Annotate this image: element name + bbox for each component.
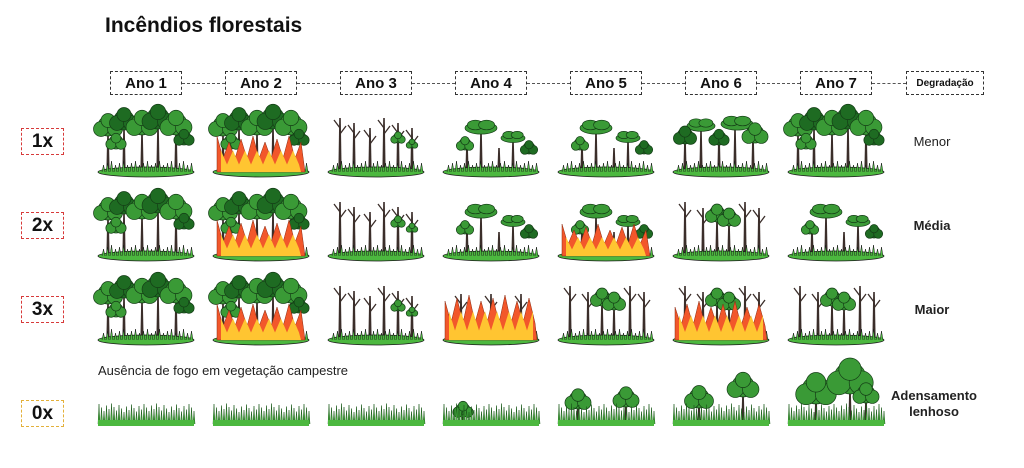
vegetation-svg — [93, 187, 195, 262]
year-label: Ano 3 — [340, 71, 412, 95]
no-fire-note: Ausência de fogo em vegetação campestre — [98, 363, 349, 378]
degradation-header: Degradação — [906, 71, 984, 95]
vegetation-illustration-dense-fire — [208, 271, 311, 348]
grassland-illustration — [326, 364, 426, 436]
vegetation-svg — [93, 271, 195, 346]
grassland-illustration — [96, 364, 196, 436]
fire-frequency-label: 0x — [21, 400, 64, 427]
vegetation-svg — [327, 118, 425, 178]
vegetation-svg — [93, 103, 195, 178]
vegetation-illustration-regrow-fire — [556, 192, 656, 264]
degradation-level: Média — [913, 218, 951, 233]
year-label: Ano 7 — [800, 71, 872, 95]
vegetation-svg — [787, 203, 885, 262]
vegetation-illustration-regrow — [441, 192, 541, 264]
timeline-connector — [182, 83, 225, 84]
vegetation-svg — [672, 286, 770, 346]
vegetation-svg — [327, 202, 425, 262]
vegetation-illustration-regrow — [441, 108, 541, 180]
degradation-level: Maior — [914, 302, 950, 317]
vegetation-svg — [557, 119, 655, 178]
year-label: Ano 6 — [685, 71, 757, 95]
year-label: Ano 2 — [225, 71, 297, 95]
timeline-connector — [412, 83, 455, 84]
vegetation-illustration-dead — [326, 192, 426, 264]
vegetation-illustration-regrow — [556, 108, 656, 180]
timeline-connector — [527, 83, 570, 84]
vegetation-illustration-dead-sparse — [671, 192, 771, 264]
grassland-svg — [97, 403, 196, 426]
woody-encroachment-label: Adensamento lenhoso — [891, 388, 977, 419]
page-title: Incêndios florestais — [105, 14, 303, 37]
fire-frequency-label: 3x — [21, 296, 64, 323]
vegetation-illustration-dense — [93, 187, 196, 264]
year-label: Ano 1 — [110, 71, 182, 95]
grassland-illustration — [786, 357, 886, 436]
grassland-svg — [557, 386, 656, 426]
vegetation-illustration-dead — [326, 108, 426, 180]
timeline-connector — [757, 83, 800, 84]
vegetation-svg — [442, 203, 540, 262]
vegetation-illustration-dead-sparse — [556, 276, 656, 348]
vegetation-svg — [787, 286, 885, 346]
degradation-level: Menor — [913, 134, 951, 149]
grassland-svg — [442, 400, 541, 426]
vegetation-svg — [208, 103, 310, 178]
vegetation-illustration-dense — [93, 103, 196, 180]
grassland-illustration — [441, 364, 541, 436]
vegetation-svg — [783, 103, 885, 178]
grassland-svg — [672, 371, 771, 426]
vegetation-svg — [208, 187, 310, 262]
vegetation-illustration-dead — [326, 276, 426, 348]
timeline-connector — [297, 83, 340, 84]
vegetation-illustration-dead-fire — [671, 276, 771, 348]
vegetation-svg — [442, 294, 540, 346]
grassland-illustration — [556, 364, 656, 436]
vegetation-illustration-dead-sparse — [786, 276, 886, 348]
timeline-connector — [642, 83, 685, 84]
grassland-svg — [212, 403, 311, 426]
grassland-svg — [787, 357, 886, 426]
grassland-illustration — [211, 364, 311, 436]
fire-frequency-label: 1x — [21, 128, 64, 155]
year-label: Ano 4 — [455, 71, 527, 95]
vegetation-svg — [442, 119, 540, 178]
vegetation-illustration-mixed — [671, 108, 771, 180]
grassland-svg — [327, 403, 426, 426]
vegetation-svg — [327, 286, 425, 346]
vegetation-svg — [208, 271, 310, 346]
vegetation-illustration-fire — [441, 276, 541, 348]
timeline-connector — [872, 83, 906, 84]
year-label: Ano 5 — [570, 71, 642, 95]
vegetation-illustration-regrow — [786, 192, 886, 264]
fire-frequency-label: 2x — [21, 212, 64, 239]
grassland-illustration — [671, 364, 771, 436]
vegetation-illustration-dense — [93, 271, 196, 348]
vegetation-illustration-dense-fire — [208, 187, 311, 264]
vegetation-illustration-dense-fire — [208, 103, 311, 180]
vegetation-svg — [557, 286, 655, 346]
vegetation-svg — [672, 202, 770, 262]
vegetation-svg — [557, 203, 655, 262]
vegetation-illustration-dense — [783, 103, 886, 180]
vegetation-svg — [672, 115, 770, 178]
